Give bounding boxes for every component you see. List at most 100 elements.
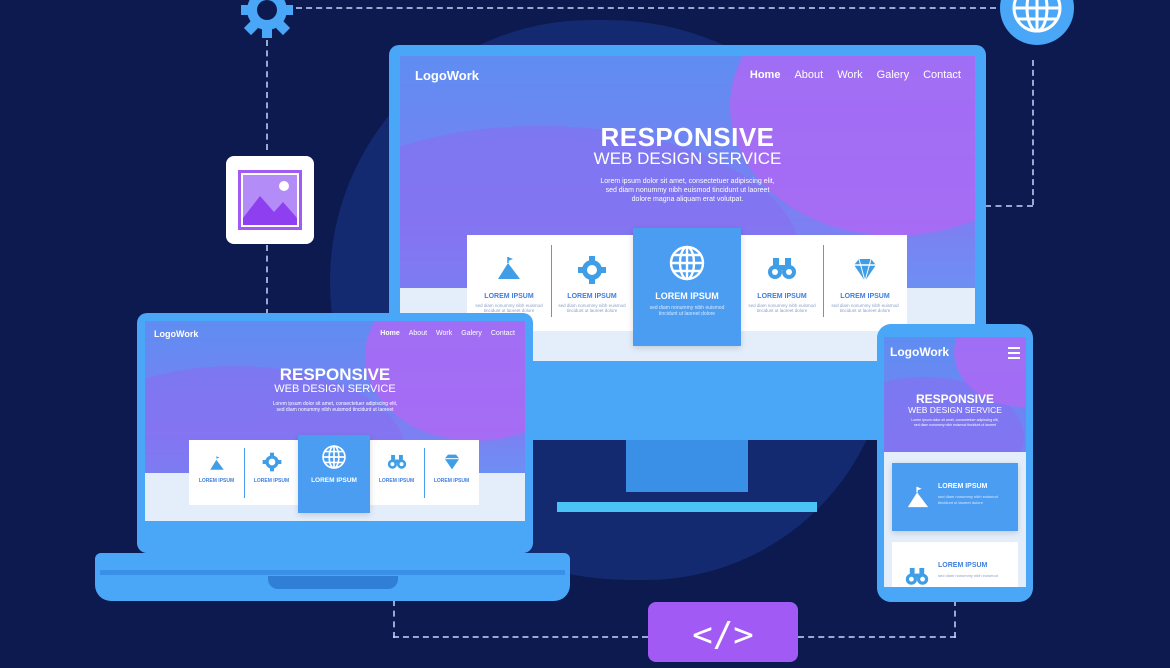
laptop-trackpad-notch bbox=[268, 576, 398, 589]
card-text: tincidunt ut laoreet dolore bbox=[839, 308, 891, 313]
laptop-keyboard-edge bbox=[100, 570, 565, 575]
binoculars-icon bbox=[905, 568, 929, 585]
card-title: LOREM IPSUM bbox=[433, 478, 470, 484]
feature-card[interactable]: LOREM IPSUM sed diam nonummy nibh euismo… bbox=[892, 542, 1018, 587]
feature-card-highlighted[interactable]: LOREM IPSUM sed diam nonummy nibh euismo… bbox=[892, 463, 1018, 531]
nav-contact[interactable]: Contact bbox=[923, 69, 961, 81]
dashed-line bbox=[798, 636, 956, 638]
feature-card-highlighted[interactable]: LOREM IPSUM bbox=[298, 435, 370, 513]
feature-card[interactable] bbox=[741, 235, 907, 331]
divider bbox=[823, 245, 824, 317]
nav-about[interactable]: About bbox=[408, 330, 428, 337]
hero-title: RESPONSIVE bbox=[279, 365, 391, 384]
hero-subtitle: WEB DESIGN SERVICE bbox=[274, 383, 396, 395]
monitor-stand-neck bbox=[626, 440, 748, 492]
brand-logo[interactable]: LogoWork bbox=[154, 329, 199, 339]
nav-home[interactable]: Home bbox=[380, 330, 400, 337]
hero-body: dolore magna aliquam erat volutpat. bbox=[631, 196, 744, 203]
nav-galery[interactable]: Galery bbox=[461, 330, 482, 337]
hero-body: sed diam nonummy nibh euismod tincidunt … bbox=[605, 187, 770, 194]
card-text: sed diam nonummy nibh euismod bbox=[938, 494, 998, 499]
monitor-stand-base bbox=[557, 502, 817, 512]
feature-item: LOREM IPSUM bbox=[189, 455, 244, 484]
hero-body: sed diam nonummy nibh euismod tincidunt … bbox=[276, 407, 394, 413]
hero-body: Lorem ipsum dolor sit amet, consectetuer… bbox=[272, 401, 398, 407]
code-icon: </> bbox=[648, 602, 798, 662]
gear-icon bbox=[578, 256, 606, 284]
globe-icon bbox=[322, 445, 346, 469]
divider bbox=[424, 448, 425, 498]
card-text: tincidunt ut laoreet dolore bbox=[566, 308, 618, 313]
card-title: LOREM IPSUM bbox=[757, 293, 807, 300]
card-title: LOREM IPSUM bbox=[938, 483, 988, 490]
hero-subtitle: WEB DESIGN SERVICE bbox=[908, 405, 1002, 415]
feature-item: LOREM IPSUM sed diam nonummy nibh euismo… bbox=[741, 255, 823, 313]
hero-body: Lorem ipsum dolor sit amet, consectetuer… bbox=[600, 178, 775, 185]
card-text: tincidunt ut laoreet dolore bbox=[756, 308, 808, 313]
code-symbol: </> bbox=[692, 615, 754, 655]
binoculars-icon bbox=[387, 454, 406, 469]
card-text: sed diam nonummy nibh euismod bbox=[558, 303, 626, 308]
globe-icon bbox=[999, 0, 1075, 46]
card-text: sed diam nonummy nibh euismod bbox=[649, 305, 725, 311]
nav-work[interactable]: Work bbox=[837, 69, 863, 81]
card-text: sed diam nonummy nibh euismod bbox=[475, 303, 543, 308]
card-title: LOREM IPSUM bbox=[567, 293, 617, 300]
card-title: LOREM IPSUM bbox=[311, 477, 357, 484]
nav-contact[interactable]: Contact bbox=[490, 330, 515, 337]
hero-title: RESPONSIVE bbox=[915, 392, 995, 406]
dashed-line bbox=[266, 245, 268, 315]
nav-work[interactable]: Work bbox=[436, 330, 453, 337]
card-title: LOREM IPSUM bbox=[378, 478, 415, 484]
mountain-icon bbox=[498, 257, 520, 279]
card-text: sed diam nonummy nibh euismod bbox=[748, 303, 816, 308]
feature-item: LOREM IPSUM bbox=[424, 452, 479, 484]
feature-item: LOREM IPSUM bbox=[244, 452, 299, 484]
feature-item: LOREM IPSUM sed diam nonummy nibh euismo… bbox=[551, 255, 633, 313]
hero-title: RESPONSIVE bbox=[600, 122, 775, 152]
feature-card-highlighted[interactable]: LOREM IPSUM sed diam nonummy nibh euismo… bbox=[633, 228, 741, 346]
card-title: LOREM IPSUM bbox=[198, 478, 235, 484]
card-title: LOREM IPSUM bbox=[253, 478, 290, 484]
divider bbox=[244, 448, 245, 498]
nav-galery[interactable]: Galery bbox=[876, 69, 910, 81]
diamond-icon bbox=[444, 454, 459, 470]
hero-body: sed diam nonummy nibh euismod tincidunt … bbox=[914, 423, 996, 427]
brand-logo[interactable]: LogoWork bbox=[890, 345, 950, 359]
divider bbox=[551, 245, 552, 317]
hero-subtitle: WEB DESIGN SERVICE bbox=[593, 149, 782, 168]
nav-home[interactable]: Home bbox=[749, 69, 781, 81]
card-text: sed diam nonummy nibh euismod bbox=[831, 303, 899, 308]
dashed-line bbox=[266, 40, 268, 150]
card-title: LOREM IPSUM bbox=[840, 293, 890, 300]
desktop-nav: Home About Work Galery Contact bbox=[736, 69, 961, 81]
feature-item: LOREM IPSUM sed diam nonummy nibh euismo… bbox=[467, 255, 551, 313]
phone-screen: LogoWork RESPONSIVE WEB DESIGN SERVICE L… bbox=[884, 337, 1026, 587]
image-icon bbox=[226, 156, 314, 244]
card-text: sed diam nonummy nibh euismod bbox=[938, 573, 998, 578]
card-title: LOREM IPSUM bbox=[938, 562, 988, 569]
card-title: LOREM IPSUM bbox=[484, 293, 534, 300]
feature-item: LOREM IPSUM bbox=[369, 453, 424, 484]
gear-icon bbox=[236, 0, 298, 42]
mountain-icon bbox=[907, 486, 929, 508]
card-text: tincidunt ut laoreet dolore bbox=[658, 311, 716, 317]
laptop-nav: Home About Work Galery Contact bbox=[380, 330, 515, 337]
globe-icon bbox=[669, 245, 705, 281]
dashed-line bbox=[985, 205, 1033, 207]
gear-icon bbox=[262, 452, 281, 472]
nav-about[interactable]: About bbox=[794, 69, 824, 81]
dashed-line bbox=[1032, 60, 1034, 205]
mountain-icon bbox=[209, 456, 224, 470]
binoculars-icon bbox=[768, 258, 796, 279]
diamond-icon bbox=[854, 258, 876, 283]
hamburger-menu-icon[interactable] bbox=[1008, 347, 1020, 359]
hero-body: Lorem ipsum dolor sit amet, consectetuer… bbox=[911, 418, 999, 422]
brand-logo[interactable]: LogoWork bbox=[415, 68, 480, 83]
dashed-line bbox=[393, 636, 648, 638]
dashed-line bbox=[393, 600, 395, 638]
card-title: LOREM IPSUM bbox=[655, 291, 719, 301]
feature-item: LOREM IPSUM sed diam nonummy nibh euismo… bbox=[823, 255, 907, 313]
card-text: tincidunt ut laoreet dolore bbox=[938, 500, 983, 505]
dashed-line bbox=[296, 7, 996, 9]
